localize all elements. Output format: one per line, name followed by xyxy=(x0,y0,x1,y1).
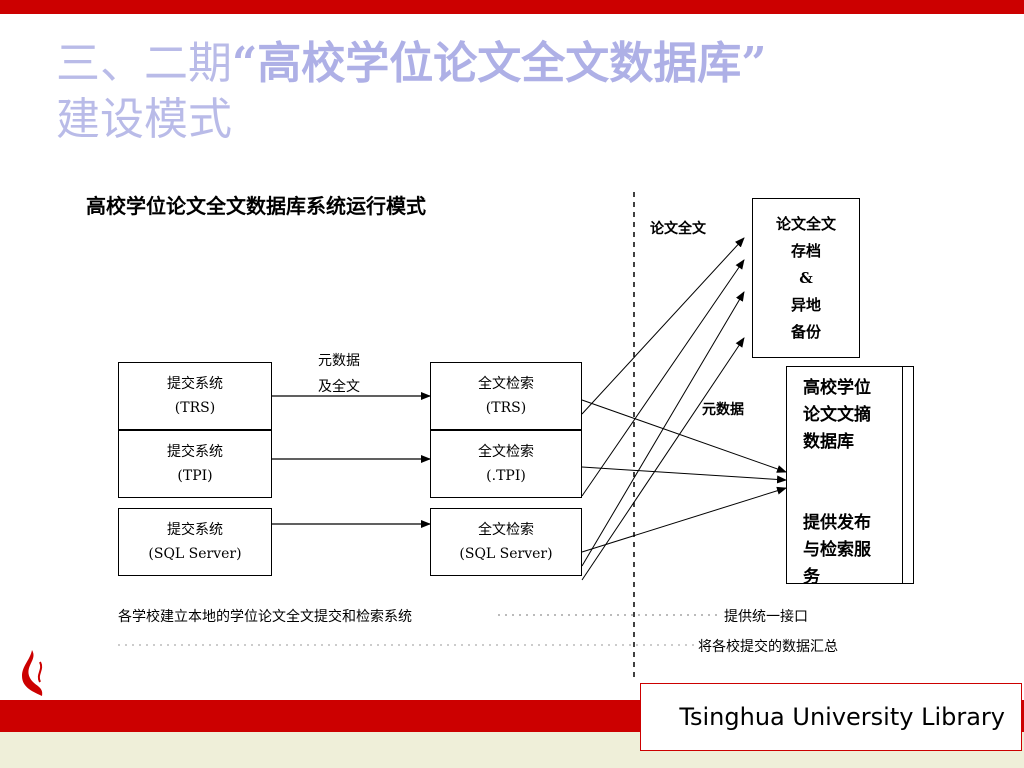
abstract-line-2: 论文文摘 xyxy=(803,405,871,425)
abstract-database-box: 高校学位 论文文摘 数据库 提供发布 与检索服 务 xyxy=(786,366,904,584)
abstract-line-7: 与检索服 xyxy=(803,540,871,560)
archive-line-4: 异地 xyxy=(790,295,821,314)
arrow-trs-to-abstract xyxy=(581,399,787,473)
arrow-sql-to-archive-b xyxy=(581,337,745,581)
metadata-fulltext-label-line2: 及全文 xyxy=(318,379,360,395)
diagram-title: 高校学位论文全文数据库系统运行模式 xyxy=(86,194,426,218)
submission-system-tpi: 提交系统 (TPI) xyxy=(118,430,272,498)
retrieval-system-sql-name: 全文检索 xyxy=(478,522,534,538)
retrieval-system-trs-name: 全文检索 xyxy=(478,376,534,392)
slide-title-quoted: “高校学位论文全文数据库” xyxy=(232,38,767,89)
retrieval-system-tpi: 全文检索 (.TPI) xyxy=(430,430,582,498)
retrieval-system-trs-type: (TRS) xyxy=(485,400,527,416)
metadata-label: 元数据 xyxy=(702,402,744,418)
abstract-database-box-edge xyxy=(902,366,914,584)
submission-system-sql-type: (SQL Server) xyxy=(148,546,242,562)
abstract-line-6: 提供发布 xyxy=(803,513,871,533)
submission-system-tpi-name: 提交系统 xyxy=(167,444,223,460)
metadata-fulltext-label-line1: 元数据 xyxy=(318,353,360,369)
library-name: Tsinghua University Library xyxy=(679,703,1005,731)
retrieval-system-tpi-type: (.TPI) xyxy=(486,468,526,484)
retrieval-system-trs: 全文检索 (TRS) xyxy=(430,362,582,430)
retrieval-system-tpi-name: 全文检索 xyxy=(478,444,534,460)
submission-system-trs: 提交系统 (TRS) xyxy=(118,362,272,430)
arrow-trs-to-archive xyxy=(581,237,745,415)
slide-title: 三、二期“高校学位论文全文数据库” 建设模式 xyxy=(56,36,956,148)
archive-line-3: & xyxy=(799,268,813,287)
archive-line-1: 论文全文 xyxy=(775,214,836,233)
archive-line-2: 存档 xyxy=(790,241,821,260)
archive-line-5: 备份 xyxy=(790,322,821,341)
submission-system-sql: 提交系统 (SQL Server) xyxy=(118,508,272,576)
archive-backup-box: 论文全文 存档 & 异地 备份 xyxy=(752,198,860,358)
arrow-tpi-to-abstract xyxy=(581,466,787,484)
fulltext-label: 论文全文 xyxy=(650,221,706,237)
retrieval-system-sql: 全文检索 (SQL Server) xyxy=(430,508,582,576)
arrow-sql-to-abstract xyxy=(581,486,787,553)
flame-logo-icon xyxy=(22,650,43,696)
slide-title-suffix: 建设模式 xyxy=(56,94,232,145)
caption-aggregate-data: 将各校提交的数据汇总 xyxy=(698,639,838,655)
abstract-line-8: 务 xyxy=(803,567,820,584)
slide-title-prefix: 三、二期 xyxy=(56,38,232,89)
submission-system-tpi-type: (TPI) xyxy=(177,468,213,484)
submission-system-trs-type: (TRS) xyxy=(174,400,216,416)
caption-local-systems: 各学校建立本地的学位论文全文提交和检索系统 xyxy=(118,609,412,625)
retrieval-system-sql-type: (SQL Server) xyxy=(459,546,553,562)
submission-system-sql-name: 提交系统 xyxy=(167,522,223,538)
top-red-bar xyxy=(0,0,1024,14)
library-name-box: Tsinghua University Library xyxy=(640,683,1022,751)
caption-unified-interface: 提供统一接口 xyxy=(724,609,808,625)
arrow-tpi-to-archive xyxy=(581,259,745,497)
submission-system-trs-name: 提交系统 xyxy=(167,376,223,392)
abstract-line-1: 高校学位 xyxy=(803,378,871,398)
abstract-line-3: 数据库 xyxy=(803,432,854,452)
